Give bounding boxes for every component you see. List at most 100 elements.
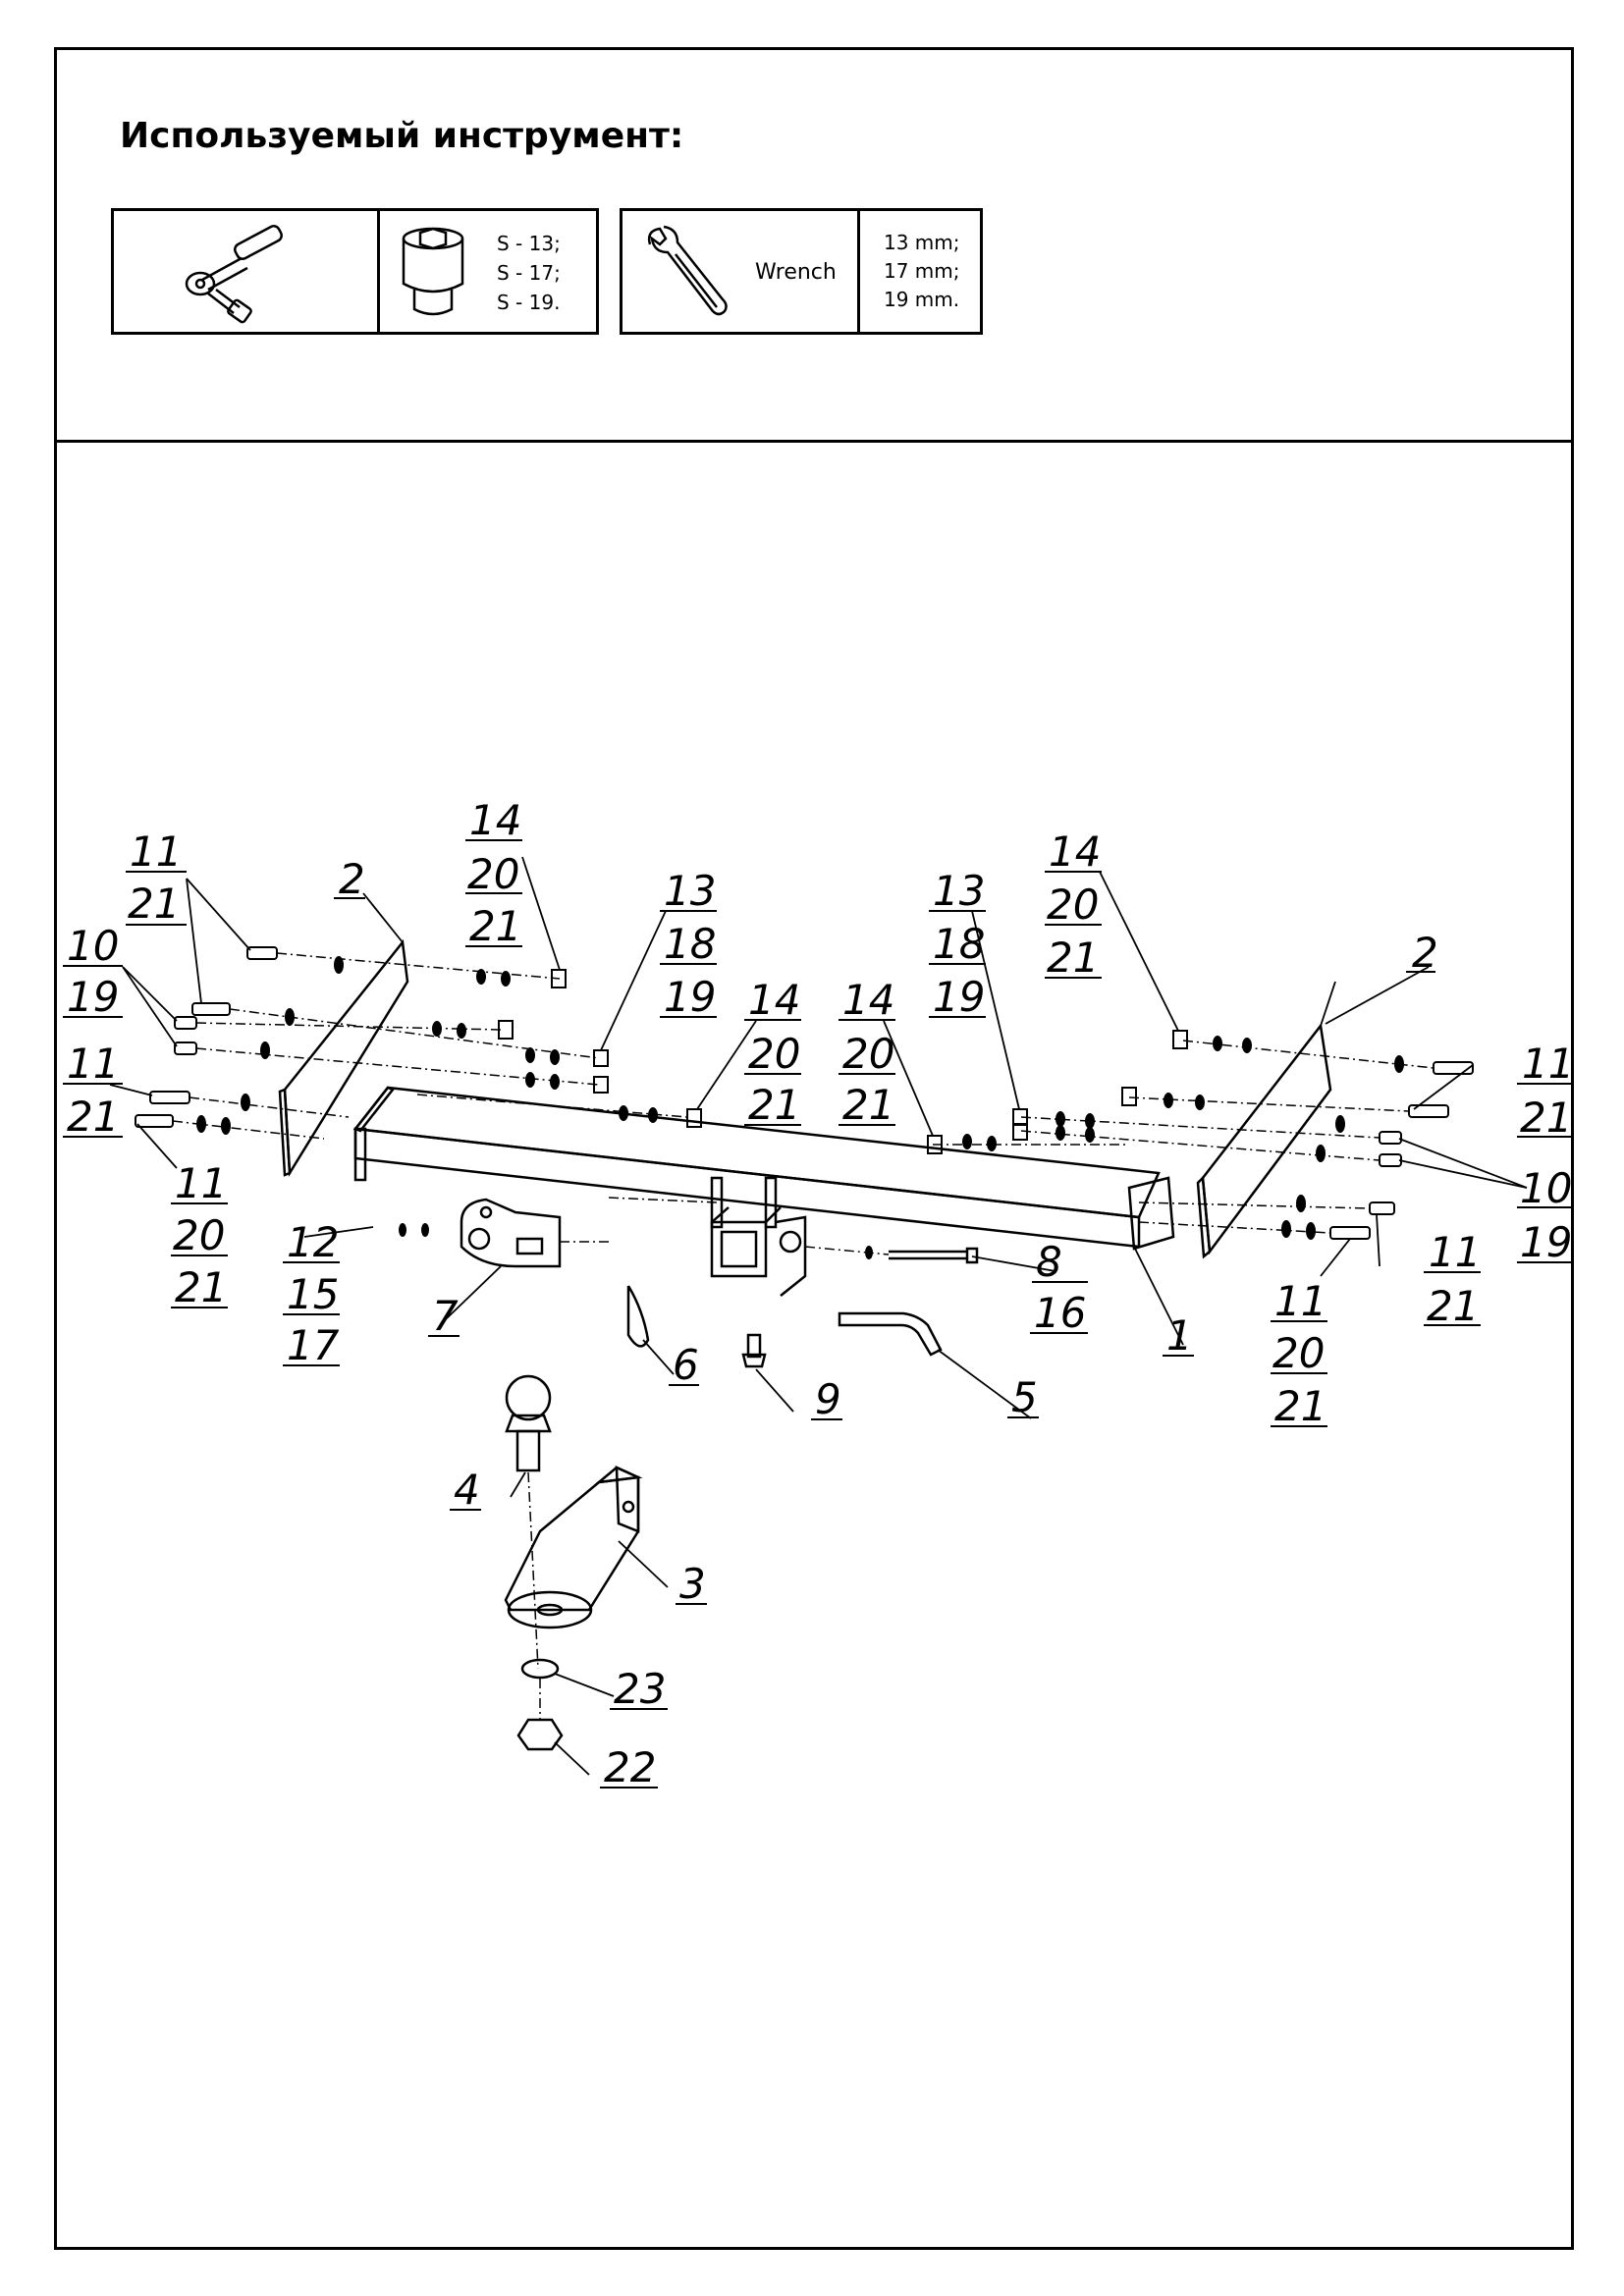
callout-5: 5 xyxy=(1011,1373,1038,1421)
svg-text:21: 21 xyxy=(128,880,180,928)
callout-14-20-21-mid: 14 20 21 xyxy=(748,976,800,1129)
svg-text:21: 21 xyxy=(469,902,521,950)
callout-12-15-17: 12 15 17 xyxy=(287,1218,340,1369)
callout-11-20-21-right: 11 20 21 xyxy=(1272,1277,1326,1430)
svg-text:12: 12 xyxy=(287,1218,339,1266)
svg-text:20: 20 xyxy=(467,850,519,898)
callout-1: 1 xyxy=(1166,1311,1193,1360)
wrench-icon xyxy=(647,225,728,316)
svg-text:15: 15 xyxy=(287,1270,339,1318)
callout-13-18-19-left: 13 18 19 xyxy=(664,867,716,1021)
svg-text:21: 21 xyxy=(1520,1094,1572,1142)
socket-sizes: S - 13; S - 17; S - 19. xyxy=(497,229,561,317)
callout-23: 23 xyxy=(614,1665,666,1713)
svg-text:10: 10 xyxy=(1520,1164,1572,1212)
socket-plate-part xyxy=(460,1198,562,1268)
svg-text:11: 11 xyxy=(1429,1228,1481,1276)
left-fasteners xyxy=(135,946,702,1128)
svg-text:20: 20 xyxy=(173,1211,225,1259)
svg-text:13: 13 xyxy=(664,867,716,915)
washer-23 xyxy=(520,1658,560,1680)
callout-9: 9 xyxy=(815,1375,841,1423)
callout-14-20-21-right: 14 20 21 xyxy=(1047,828,1101,982)
socket-size: S - 13; xyxy=(497,232,561,255)
svg-text:20: 20 xyxy=(1047,881,1099,929)
svg-text:11: 11 xyxy=(1522,1040,1574,1088)
callout-10-19-right: 10 19 xyxy=(1520,1164,1572,1266)
svg-text:8: 8 xyxy=(1036,1238,1062,1286)
wrench-size: 13 mm; xyxy=(884,231,960,254)
ball-mount-part xyxy=(504,1466,643,1629)
svg-text:13: 13 xyxy=(933,867,985,915)
callout-11-21-right: 11 21 xyxy=(1520,1040,1574,1142)
callout-4: 4 xyxy=(454,1466,480,1514)
axis-lines xyxy=(172,952,1435,1720)
socket-size: S - 19. xyxy=(497,291,561,314)
svg-text:21: 21 xyxy=(1427,1282,1479,1330)
callout-11-21-mid: 11 21 xyxy=(67,1040,119,1141)
washers xyxy=(196,956,1404,1259)
svg-text:21: 21 xyxy=(175,1263,227,1311)
svg-text:16: 16 xyxy=(1034,1289,1086,1337)
ratchet-socket-box: S - 13; S - 17; S - 19. xyxy=(111,208,599,335)
svg-text:20: 20 xyxy=(842,1030,894,1078)
svg-text:19: 19 xyxy=(1520,1218,1572,1266)
callout-13-18-19-right: 13 18 19 xyxy=(933,867,985,1021)
svg-text:20: 20 xyxy=(748,1030,800,1078)
svg-text:14: 14 xyxy=(748,976,800,1024)
svg-text:17: 17 xyxy=(287,1321,340,1369)
ratchet-icon xyxy=(185,225,283,324)
svg-text:21: 21 xyxy=(1274,1382,1326,1430)
svg-text:14: 14 xyxy=(1049,828,1101,876)
svg-text:18: 18 xyxy=(664,920,716,968)
leader-lines xyxy=(109,856,1528,1776)
svg-text:14: 14 xyxy=(842,976,894,1024)
svg-text:11: 11 xyxy=(175,1159,227,1207)
callout-2-left: 2 xyxy=(339,855,365,903)
nut-22 xyxy=(516,1718,564,1751)
page-frame xyxy=(54,47,1574,2250)
callout-7: 7 xyxy=(432,1292,459,1340)
left-bracket-part xyxy=(278,938,409,1178)
svg-text:18: 18 xyxy=(933,920,985,968)
callout-11-20-21-left: 11 20 21 xyxy=(173,1159,227,1311)
wrench-box: Wrench 13 mm; 17 mm; 19 mm. xyxy=(620,208,983,335)
wrench-sizes: 13 mm; 17 mm; 19 mm. xyxy=(884,229,960,314)
bolt-9 xyxy=(741,1333,767,1368)
bolt-8 xyxy=(889,1247,979,1264)
callout-2-right: 2 xyxy=(1412,929,1438,977)
wrench-label: Wrench xyxy=(755,260,837,285)
tools-title: Используемый инструмент: xyxy=(120,116,684,156)
callout-14-20-21-top: 14 20 21 xyxy=(467,796,521,950)
callout-14-20-21-center: 14 20 21 xyxy=(842,976,894,1129)
svg-text:10: 10 xyxy=(67,922,119,970)
wrench-size: 17 mm; xyxy=(884,259,960,283)
svg-text:21: 21 xyxy=(1047,934,1099,982)
svg-text:11: 11 xyxy=(1274,1277,1326,1325)
callout-underlines xyxy=(63,839,1573,1789)
callout-22: 22 xyxy=(604,1743,656,1791)
socket-size: S - 17; xyxy=(497,261,561,285)
svg-text:21: 21 xyxy=(67,1093,119,1141)
svg-text:19: 19 xyxy=(933,973,985,1021)
receiver-tube xyxy=(710,1176,807,1297)
wrench-size: 19 mm. xyxy=(884,288,960,311)
callout-3: 3 xyxy=(679,1560,706,1608)
svg-text:21: 21 xyxy=(842,1081,894,1129)
callout-11-21-right-low: 11 21 xyxy=(1427,1228,1481,1330)
section-divider xyxy=(54,440,1574,443)
svg-text:11: 11 xyxy=(67,1040,119,1088)
svg-text:11: 11 xyxy=(130,828,182,876)
clip-part xyxy=(626,1285,650,1348)
svg-text:19: 19 xyxy=(664,973,716,1021)
svg-text:14: 14 xyxy=(469,796,521,844)
socket-icon xyxy=(402,227,464,316)
svg-text:19: 19 xyxy=(67,973,119,1021)
svg-text:21: 21 xyxy=(748,1081,800,1129)
right-bracket-part xyxy=(1196,1022,1332,1259)
pin-part xyxy=(838,1311,943,1357)
cell-separator xyxy=(377,211,380,332)
tow-ball-part xyxy=(505,1374,552,1472)
callout-6: 6 xyxy=(673,1341,699,1389)
